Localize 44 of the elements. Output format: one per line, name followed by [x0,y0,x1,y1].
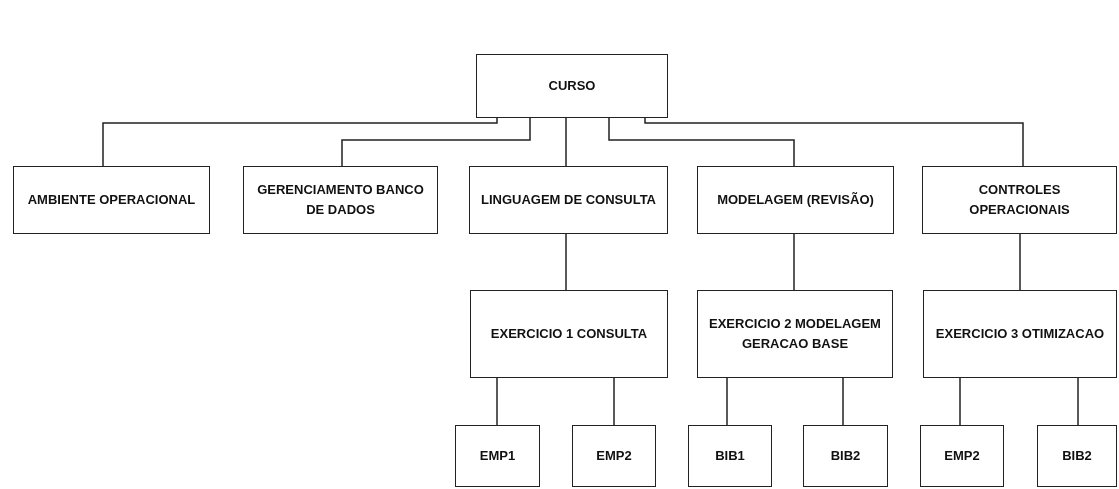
node-label: LINGUAGEM DE CONSULTA [481,190,656,209]
node-label: EXERCICIO 3 OTIMIZACAO [935,324,1105,343]
connector-line [496,377,498,426]
node-box [920,425,1004,487]
node-box [803,425,888,487]
connector-line [726,377,728,426]
node-label: EXERCICIO 1 CONSULTA [490,324,648,343]
node-label: GERENCIAMENTO BANCO DE DADOS [256,180,425,219]
connector-line [842,377,844,426]
node-label: EMP1 [479,446,516,465]
node-label: CONTROLES OPERACIONAIS [968,180,1071,219]
node-label: BIB2 [830,446,861,465]
node-box [243,166,438,234]
node-box [697,166,894,234]
node-box [455,425,540,487]
connector-line [341,117,531,167]
node-label: AMBIENTE OPERACIONAL [27,190,196,209]
connector-line [644,117,1024,167]
node-label: BIB1 [715,446,745,465]
node-box [697,290,893,378]
node-box [1037,425,1117,487]
node-box [13,166,210,234]
connector-line [613,377,615,426]
node-label: MODELAGEM (REVISÃO) [717,190,874,209]
connector-line [565,117,567,167]
node-box [476,54,668,118]
node-box [469,166,668,234]
connector-line [565,233,567,291]
connector-line [608,117,795,167]
node-box [922,166,1117,234]
node-box [572,425,656,487]
node-label: BIB2 [1062,446,1092,465]
node-label: EXERCICIO 2 MODELAGEM GERACAO BASE [708,314,882,353]
connector-line [1019,233,1021,291]
node-label: EMP2 [944,446,980,465]
connector-line [1077,377,1079,426]
node-box [923,290,1117,378]
node-label: EMP2 [596,446,632,465]
connector-line [959,377,961,426]
node-label: CURSO [548,76,596,95]
node-box [470,290,668,378]
node-box [688,425,772,487]
connector-line [793,233,795,291]
connector-line [102,117,498,167]
